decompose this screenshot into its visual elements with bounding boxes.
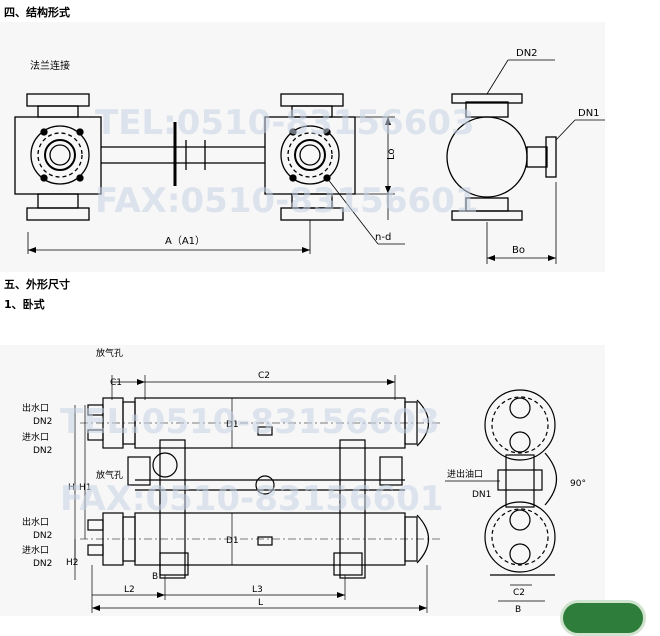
nd-label: n-d [375,232,391,243]
section-heading-structure: 四、结构形式 [4,6,70,19]
c1-label: C1 [110,378,122,388]
vent-hole-mid-label: 放气孔 [96,469,123,481]
structure-diagram: 法兰连接 DN2 DN1 Lo n-d A（A1） Bo TEL:0510-83… [14,48,605,264]
left-header-body [14,116,102,195]
d1-bottom-label: D1 [226,536,239,546]
section-heading-dimensions: 五、外形尺寸 [4,278,70,291]
dn1-side-label: DN1 [472,490,491,500]
side-bottom-flange [451,210,523,221]
a-a1-label: A（A1） [165,235,205,247]
water-out-bottom-label: 出水口 [22,516,49,528]
d1-top-label: D1 [226,420,239,430]
side-lower-shell [484,501,556,573]
dn2-a-label: DN2 [33,417,52,427]
c2-label: C2 [258,371,270,381]
dn2-b-label: DN2 [33,446,52,456]
section-heading-horizontal: 1、卧式 [4,298,45,311]
dn2-d-label: DN2 [33,559,52,569]
h2-label: H2 [66,558,79,568]
bo-label: Bo [512,245,525,256]
vent-hole-top-label: 放气孔 [96,347,123,359]
left-bottom-flange [26,207,90,221]
lo-label: Lo [386,148,397,160]
h-label: H [68,483,75,493]
water-out-top-label: 出水口 [22,402,49,414]
b-side-label: B [515,605,521,615]
c2-side-label: C2 [513,588,525,598]
side-dn1-flange [545,136,557,178]
water-in-top-label: 进水口 [22,431,49,443]
side-upper-shell [484,389,556,461]
watermark-tel-2: TEL:0510-83156603 [60,402,440,442]
dimensions-diagram-panel: 放气孔 C1 C2 D1 D1 出水口 DN2 进水口 DN2 放气孔 出水口 … [0,345,605,616]
left-top-flange [26,93,90,107]
dn2-label: DN2 [516,48,538,59]
flange-connection-label: 法兰连接 [30,59,70,72]
b-small-label: B [152,572,158,582]
structure-diagram-panel: 法兰连接 DN2 DN1 Lo n-d A（A1） Bo TEL:0510-83… [0,22,605,272]
water-in-bottom-label: 进水口 [22,544,49,556]
dn1-label: DN1 [578,108,600,119]
oil-inlet-label: 进出油口 [447,468,483,480]
watermark-fax-2: FAX:0510-83156601 [60,479,443,519]
dimensions-diagram: 放气孔 C1 C2 D1 D1 出水口 DN2 进水口 DN2 放气孔 出水口 … [22,347,586,615]
l2-label: L2 [124,585,135,595]
l3-label: L3 [252,585,263,595]
dn2-c-label: DN2 [33,531,52,541]
watermark-tel: TEL:0510-83156603 [95,103,475,143]
logo-globe-icon [560,600,646,636]
watermark-fax: FAX:0510-83156601 [95,181,478,221]
h1-label: H1 [79,483,92,493]
l-label: L [258,598,263,608]
angle-label: 90° [570,479,586,489]
